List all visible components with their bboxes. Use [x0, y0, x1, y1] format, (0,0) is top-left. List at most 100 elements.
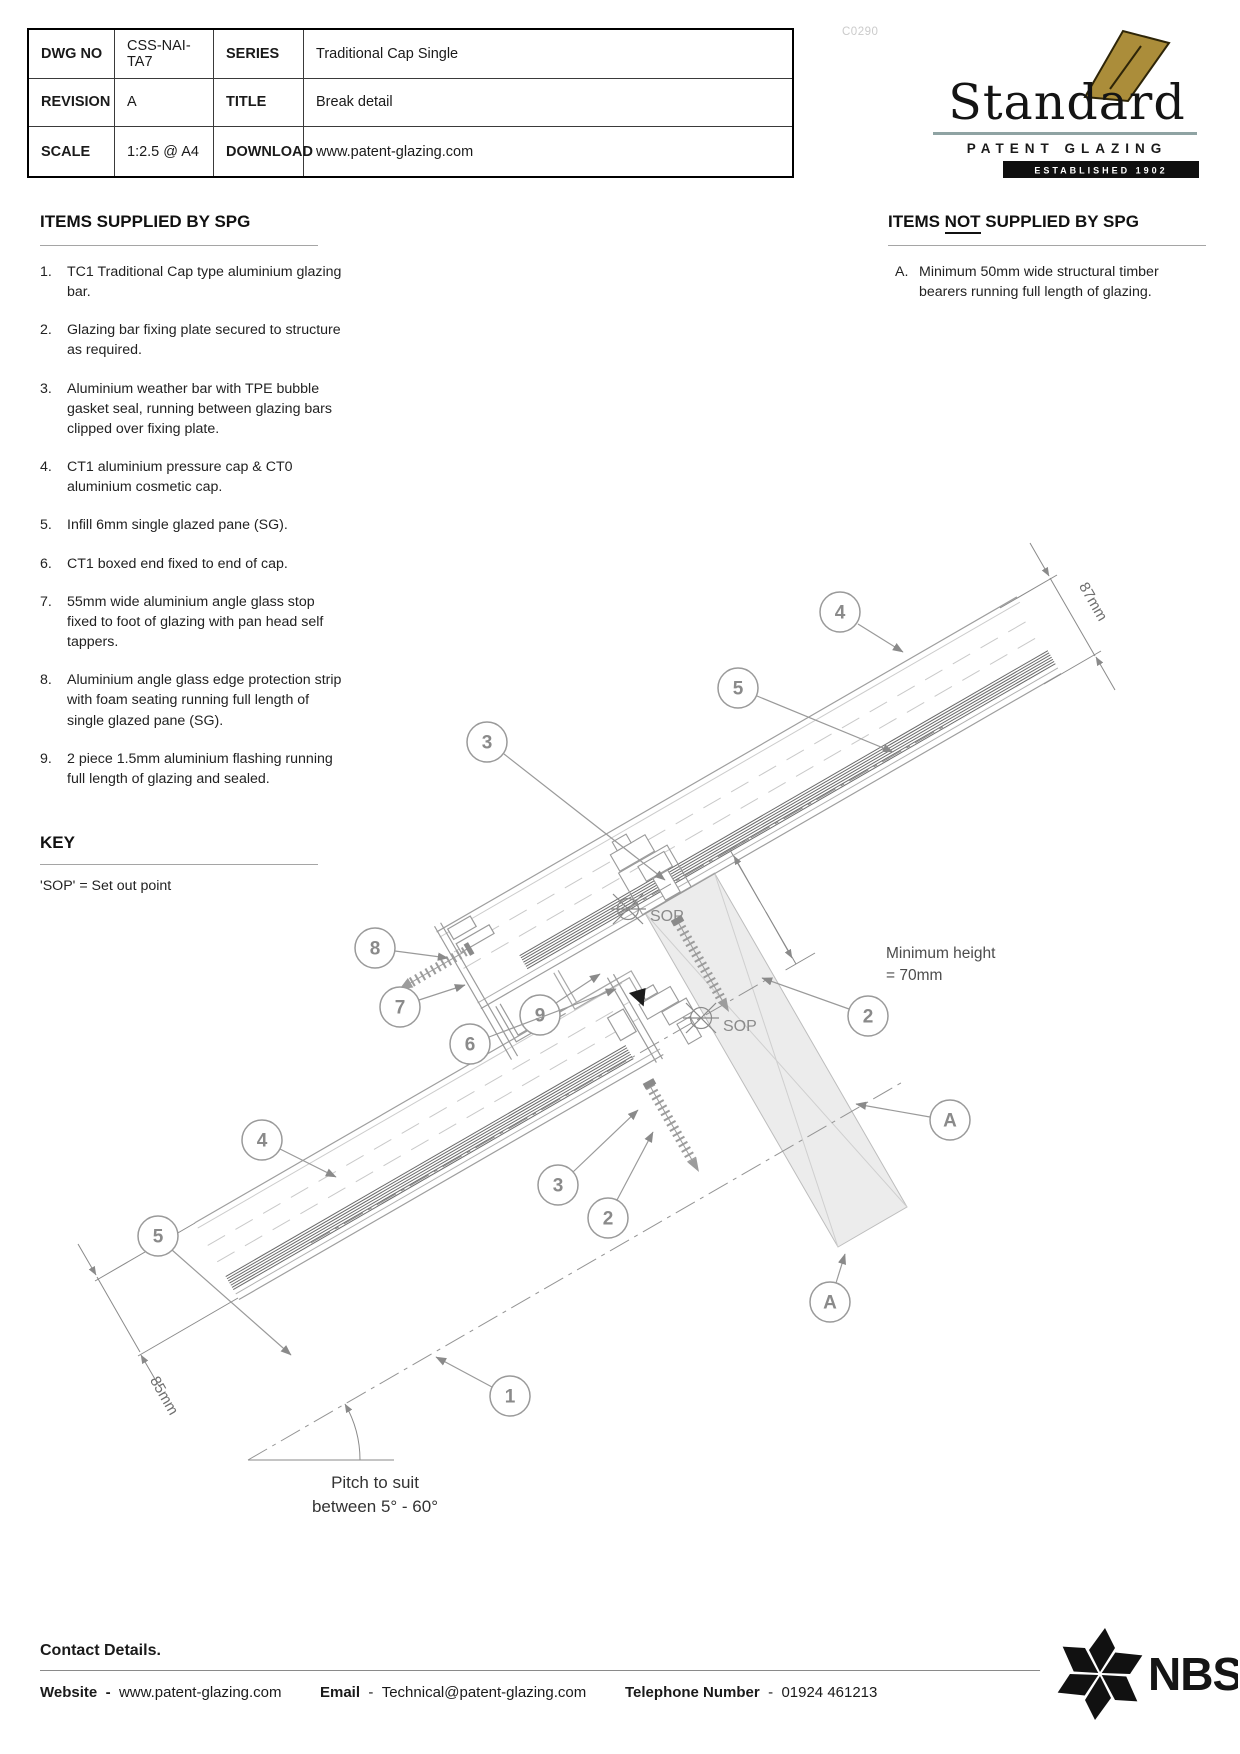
pitch-label-2: between 5° - 60° [312, 1497, 438, 1516]
callout-5-lower: 5 [137, 1215, 292, 1356]
dwg-no-label: DWG NO [29, 30, 115, 79]
phone-value: 01924 461213 [781, 1684, 878, 1701]
list-item: 8.Aluminium angle glass edge protection … [40, 672, 342, 729]
list-item: 3.Aluminium weather bar with TPE bubble … [40, 380, 333, 437]
list-item: A.Minimum 50mm wide structural timber be… [895, 264, 1159, 301]
pen-nib-slit [1109, 45, 1142, 90]
upper-glass-pane [519, 650, 1056, 970]
flashing [553, 970, 653, 1011]
list-item: 2.Glazing bar fixing plate secured to st… [40, 322, 341, 359]
title-block: DWG NO CSS-NAI-TA7 SERIES Traditional Ca… [27, 28, 794, 178]
callout-4-lower: 4 [241, 1119, 337, 1178]
dim-87mm [999, 542, 1116, 691]
list-item: 4.CT1 aluminium pressure cap & CT0 alumi… [40, 459, 293, 496]
pitch-label-1: Pitch to suit [331, 1473, 419, 1492]
callout-A-bottom: A [809, 1253, 851, 1323]
nbs-flower-icon [1057, 1628, 1143, 1720]
svg-text:2: 2 [603, 1209, 614, 1230]
glazing-runs [194, 596, 1062, 1301]
sop-marker-lower [683, 1002, 719, 1034]
nbs-logo: NBS [1057, 1628, 1238, 1720]
dwg-no-value: CSS-NAI-TA7 [115, 30, 214, 79]
timber-bearer [644, 872, 908, 1248]
min-height-label-2: = 70mm [886, 967, 942, 984]
logo-rule [933, 132, 1197, 135]
svg-text:4: 4 [257, 1131, 268, 1152]
sop-marker-upper [610, 893, 646, 925]
items-supplied-list: 1.TC1 Traditional Cap type aluminium gla… [40, 262, 346, 807]
callout-9: 9 [519, 973, 601, 1036]
items-supplied-heading: ITEMS SUPPLIED BY SPG [40, 212, 251, 231]
timber-screw-lower [642, 1078, 699, 1172]
logo-subtitle: PATENT GLAZING [967, 141, 1168, 156]
svg-text:A: A [943, 1111, 957, 1132]
website-value: www.patent-glazing.com [118, 1684, 282, 1701]
items-not-supplied-rule [888, 245, 1206, 246]
svg-text:4: 4 [835, 603, 846, 624]
contact-email: Email - Technical@patent-glazing.com [320, 1684, 587, 1701]
sop-label-upper: SOP [650, 908, 684, 925]
callout-7: 7 [379, 984, 466, 1028]
upper-fixing-plate [609, 833, 692, 916]
list-item: 5.Infill 6mm single glazed pane (SG). [40, 517, 288, 534]
detail-drawing: SOP SOP 87mm 85mm Minimum height = 70mm … [77, 542, 1116, 1516]
series-label: SERIES [214, 30, 304, 79]
scale-label: SCALE [29, 127, 115, 176]
callout-A-right: A [855, 1099, 971, 1141]
dim-87mm-label: 87mm [1075, 579, 1111, 624]
callout-2-upper: 2 [761, 977, 889, 1037]
sop-label-lower: SOP [723, 1018, 757, 1035]
lower-glass-pane [225, 1045, 634, 1291]
min-height-label-1: Minimum height [886, 945, 996, 962]
revision-label: REVISION [29, 78, 115, 128]
title-label: TITLE [214, 78, 304, 128]
svg-text:3: 3 [553, 1176, 564, 1197]
callout-2-lower: 2 [587, 1131, 654, 1239]
svg-text:5: 5 [733, 679, 744, 700]
svg-text:1: 1 [505, 1387, 516, 1408]
pitch-angle [248, 1403, 394, 1461]
dim-min-height [719, 838, 816, 971]
timber-screw-upper [670, 915, 729, 1012]
svg-text:6: 6 [465, 1035, 476, 1056]
callout-6: 6 [449, 988, 617, 1065]
logo-established-bar [1003, 161, 1199, 178]
items-not-supplied-heading: ITEMS NOT SUPPLIED BY SPG [888, 212, 1139, 234]
series-value: Traditional Cap Single [304, 30, 792, 79]
callout-8: 8 [354, 927, 449, 969]
lower-glazing-run [194, 977, 664, 1301]
upper-glazing-run [436, 596, 1062, 1010]
key-rule [40, 864, 318, 865]
callout-3-lower: 3 [537, 1109, 639, 1206]
list-item: 7.55mm wide aluminium angle glass stop f… [40, 593, 324, 651]
logo-established-text: ESTABLISHED 1902 [1034, 166, 1167, 176]
title-value: Break detail [304, 79, 792, 128]
svg-text:A: A [823, 1293, 837, 1314]
list-item: 1.TC1 Traditional Cap type aluminium gla… [40, 264, 342, 301]
callout-1: 1 [435, 1356, 531, 1417]
gasket-seal [628, 987, 646, 1007]
centre-lines [247, 723, 949, 1461]
contact-phone: Telephone Number - 01924 461213 [625, 1684, 878, 1701]
callout-5-upper: 5 [717, 667, 894, 753]
dim-85mm-label: 85mm [146, 1373, 182, 1418]
nbs-wordmark: NBS [1148, 1648, 1238, 1700]
svg-text:8: 8 [370, 939, 381, 960]
svg-text:7: 7 [395, 998, 406, 1019]
svg-text:3: 3 [482, 733, 493, 754]
download-value: www.patent-glazing.com [316, 143, 474, 160]
key-text: 'SOP' = Set out point [40, 878, 172, 894]
scale-value: 1:2.5 @ A4 [115, 127, 214, 176]
svg-text:9: 9 [535, 1006, 546, 1027]
watermark-code: C0290 [842, 26, 879, 38]
download-label: DOWNLOAD [214, 127, 313, 176]
items-supplied-rule [40, 245, 318, 246]
items-not-supplied-list: A.Minimum 50mm wide structural timber be… [895, 262, 1185, 320]
key-heading: KEY [40, 833, 75, 852]
contact-website: Website - www.patent-glazing.com [40, 1684, 282, 1701]
revision-value: A [115, 78, 214, 128]
callout-3-upper: 3 [466, 721, 666, 881]
list-item: 9.2 piece 1.5mm aluminium flashing runni… [40, 750, 333, 787]
svg-text:2: 2 [863, 1007, 874, 1028]
svg-text:5: 5 [153, 1227, 164, 1248]
